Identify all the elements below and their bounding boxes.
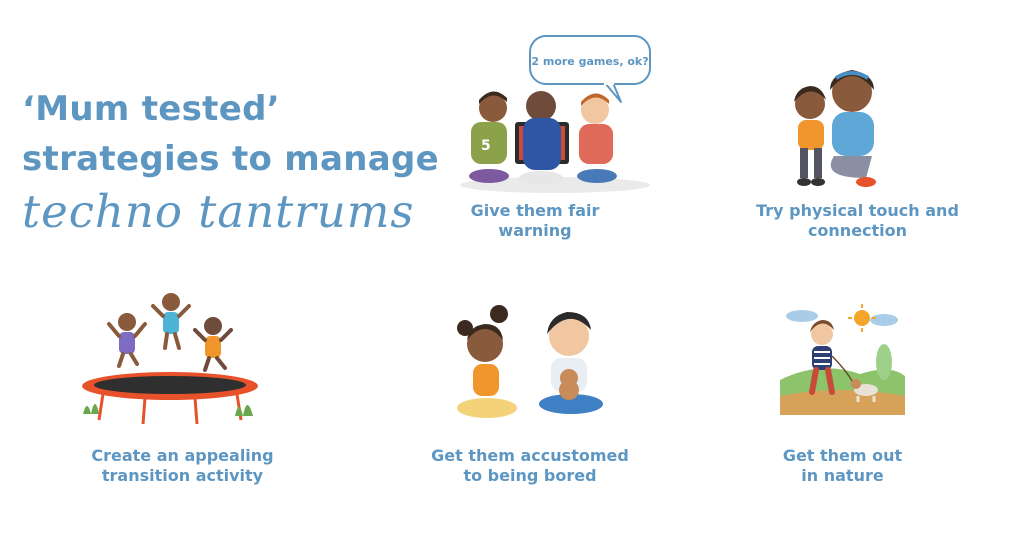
jumping-kid-2 bbox=[151, 293, 191, 350]
kids-playing-video-game-illustration: 2 more games, ok? 5 bbox=[460, 35, 651, 193]
kids-on-trampoline-illustration bbox=[82, 293, 258, 425]
page-title: ‘Mum tested’ strategies to manage techno… bbox=[22, 84, 439, 240]
caption-line-2: in nature bbox=[801, 466, 884, 485]
meditating-boy bbox=[539, 312, 603, 414]
caption-line-1: Give them fair bbox=[470, 201, 600, 220]
title-line-2: strategies to manage bbox=[22, 139, 440, 179]
caption-line-2: to being bored bbox=[463, 466, 597, 485]
svg-text:5: 5 bbox=[481, 138, 491, 154]
jumping-kid-3 bbox=[193, 317, 233, 372]
caption-line-1: Get them accustomed bbox=[431, 446, 629, 465]
caption-fair-warning: Give them fair warning bbox=[425, 201, 645, 241]
caption-line-2: transition activity bbox=[101, 466, 264, 485]
caption-line-2: connection bbox=[807, 221, 908, 240]
caption-transition-activity: Create an appealing transition activity bbox=[65, 446, 300, 486]
caption-line-1: Create an appealing bbox=[91, 446, 274, 465]
speech-bubble: 2 more games, ok? bbox=[529, 35, 651, 103]
caption-physical-touch: Try physical touch and connection bbox=[735, 201, 980, 241]
boy-walking-dog-outdoors-illustration bbox=[780, 304, 905, 415]
sun-icon bbox=[848, 304, 876, 332]
caption-nature: Get them out in nature bbox=[745, 446, 940, 486]
title-line-1: ‘Mum tested’ bbox=[22, 89, 280, 129]
caption-line-1: Try physical touch and bbox=[756, 201, 959, 220]
meditating-girl bbox=[457, 305, 517, 418]
kids-meditating-illustration bbox=[457, 305, 603, 418]
jumping-kid-1 bbox=[107, 313, 147, 368]
caption-line-2: warning bbox=[498, 221, 572, 240]
caption-being-bored: Get them accustomed to being bored bbox=[420, 446, 640, 486]
speech-bubble-text: 2 more games, ok? bbox=[531, 55, 648, 68]
title-line-3: techno tantrums bbox=[22, 185, 415, 238]
dog-icon bbox=[851, 379, 878, 402]
parent-comforting-child-illustration bbox=[794, 70, 876, 187]
caption-line-1: Get them out bbox=[782, 446, 903, 465]
